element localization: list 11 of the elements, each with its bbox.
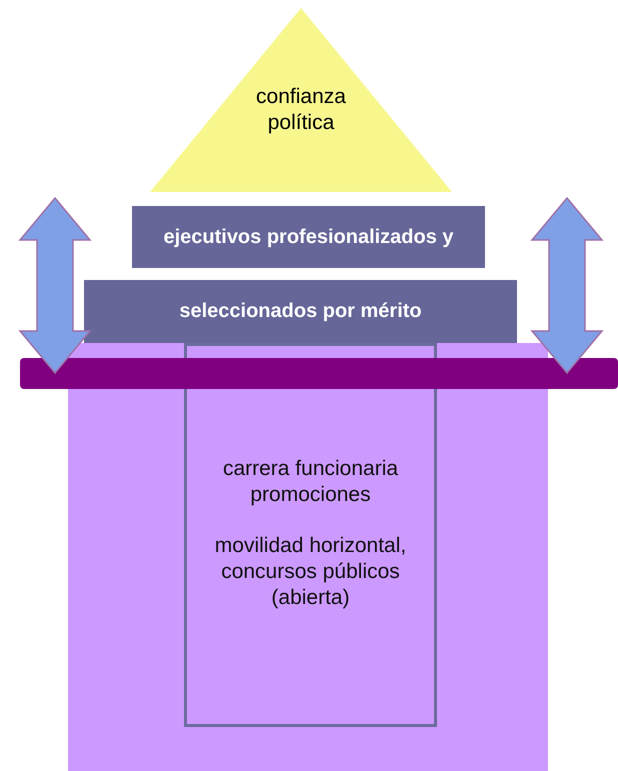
bar-label: ejecutivos profesionalizados y — [163, 226, 454, 248]
pyramid-triangle — [150, 8, 452, 192]
bar-label: seleccionados por mérito — [179, 300, 422, 323]
outlined-box — [184, 343, 437, 727]
node-label: confianza política — [255, 84, 347, 136]
title-bar — [84, 280, 517, 343]
node-label: movilidad horizontal, concursos públicos (abierta) — [214, 532, 408, 611]
title-bar — [132, 206, 485, 268]
horizontal-band — [20, 358, 618, 389]
panel-background — [68, 343, 548, 771]
node-label: carrera funcionaria promociones — [222, 456, 400, 508]
